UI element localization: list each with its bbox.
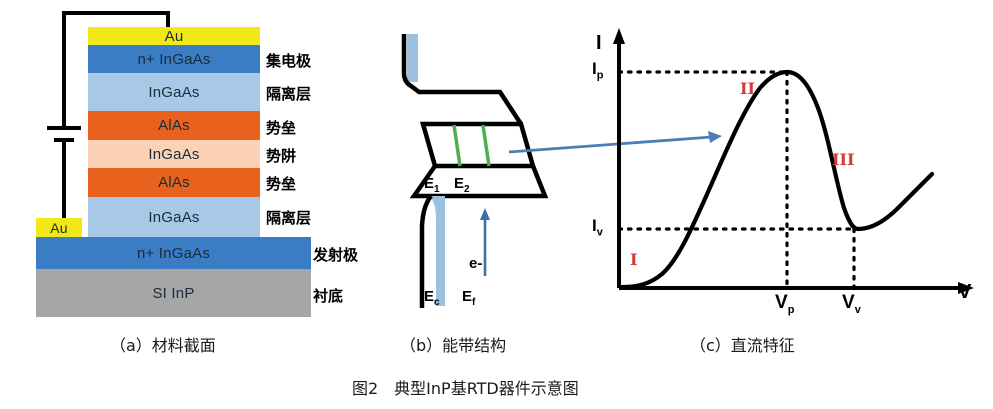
layer-role-spacer-top: 隔离层 xyxy=(266,85,312,103)
ec-subscript: c xyxy=(434,297,440,308)
stack-layer-label: InGaAs xyxy=(148,83,200,101)
e2-symbol: E xyxy=(454,175,465,192)
layer-role-barrier-top: 势垒 xyxy=(266,119,297,137)
iv-symbol: I xyxy=(592,216,597,235)
conduction-band-profile xyxy=(401,34,523,126)
stack-layer-emitter: n+ InGaAs xyxy=(36,237,311,269)
region-label-i: I xyxy=(630,250,638,269)
sub-caption-a: （a）材料截面 xyxy=(110,336,216,355)
region-label-ii: II xyxy=(740,79,755,98)
vv-symbol: V xyxy=(842,292,855,313)
stack-layer-label: InGaAs xyxy=(148,145,200,163)
y-axis-arrowhead xyxy=(613,28,625,44)
vv-subscript: v xyxy=(854,303,861,316)
e2-subscript: 2 xyxy=(464,184,470,195)
ef-symbol: E xyxy=(462,288,473,305)
x-tick-label-vv: Vv xyxy=(842,292,861,316)
stack-layer-label: n+ InGaAs xyxy=(137,50,211,68)
iv-curve xyxy=(619,69,935,290)
electron-carrier-label: e- xyxy=(469,255,483,272)
ef-subscript: f xyxy=(472,297,476,308)
circuit-wire-top-horizontal xyxy=(62,11,170,15)
ip-subscript: p xyxy=(596,69,604,82)
figure-main-caption: 图2 典型InP基RTD器件示意图 xyxy=(352,379,579,398)
e1-symbol: E xyxy=(424,175,435,192)
circuit-wire-left-lower-vertical xyxy=(62,140,66,220)
panel-link-arrow-shaft xyxy=(508,135,713,154)
collector-fermi-fill xyxy=(407,34,418,82)
stack-layer-label: n+ InGaAs xyxy=(136,244,211,262)
layer-role-barrier-bottom: 势垒 xyxy=(266,175,297,193)
stack-layer-collector: n+ InGaAs xyxy=(88,45,260,73)
region-label-iii: III xyxy=(832,150,855,169)
fermi-level-ef-label: Ef xyxy=(462,288,475,308)
stack-layer-spacer-top: InGaAs xyxy=(88,73,260,111)
iv-subscript: v xyxy=(596,226,603,239)
e1-subscript: 1 xyxy=(434,184,440,195)
emitter-fermi-fill xyxy=(431,196,445,306)
layer-role-substrate: 衬底 xyxy=(313,287,344,305)
stack-layer-au-top: Au xyxy=(88,27,260,45)
x-axis-arrowhead xyxy=(958,282,974,294)
battery-long-plate xyxy=(47,126,81,130)
stack-layer-label: SI InP xyxy=(152,284,195,302)
stack-layer-label: InGaAs xyxy=(148,208,200,226)
conduction-band-ec-label: Ec xyxy=(424,288,440,308)
resonant-level-e1-line xyxy=(452,124,462,167)
x-axis-title: V xyxy=(958,281,972,303)
electron-arrow-head xyxy=(480,208,490,220)
panel-link-arrow-head xyxy=(708,131,722,143)
resonant-level-e2-label: E2 xyxy=(454,175,470,195)
vp-subscript: p xyxy=(787,303,795,316)
stack-layer-quantum-well: InGaAs xyxy=(88,140,260,168)
stack-layer-label: Au xyxy=(50,219,68,236)
y-tick-label-ip: Ip xyxy=(592,59,603,81)
stack-layer-label: Au xyxy=(164,27,184,45)
circuit-wire-left-upper-vertical xyxy=(62,11,66,128)
x-tick-label-vp: Vp xyxy=(775,292,794,316)
emitter-band-edge xyxy=(419,194,433,308)
stack-layer-label: AlAs xyxy=(158,117,190,134)
panel-link-arrow-svg xyxy=(508,131,722,154)
stack-layer-label: AlAs xyxy=(158,174,190,191)
stack-layer-barrier-bottom: AlAs xyxy=(88,168,260,197)
vp-symbol: V xyxy=(775,292,788,313)
resonant-level-e2-line xyxy=(481,124,491,167)
layer-role-emitter: 发射极 xyxy=(313,246,359,264)
stack-layer-au-bottom-contact: Au xyxy=(36,218,82,237)
ec-symbol: E xyxy=(424,288,435,305)
resonant-level-e1-label: E1 xyxy=(424,175,440,195)
layer-role-quantum-well: 势阱 xyxy=(266,147,297,165)
y-tick-label-iv: Iv xyxy=(592,216,603,238)
ip-symbol: I xyxy=(592,59,597,78)
layer-role-spacer-bottom: 隔离层 xyxy=(266,209,312,227)
battery-short-plate xyxy=(54,138,74,142)
sub-caption-c: （c）直流特征 xyxy=(690,336,795,355)
emitter-barrier-edge xyxy=(409,164,437,199)
layer-role-collector: 集电极 xyxy=(266,52,312,70)
stack-layer-barrier-top: AlAs xyxy=(88,111,260,140)
y-axis-title: I xyxy=(596,32,602,54)
circuit-wire-top-right-vertical xyxy=(166,11,170,33)
well-bottom-right-step xyxy=(431,165,549,199)
stack-layer-spacer-bottom: InGaAs xyxy=(88,197,260,237)
stack-layer-substrate: SI InP xyxy=(36,269,311,317)
sub-caption-b: （b）能带结构 xyxy=(400,336,507,355)
